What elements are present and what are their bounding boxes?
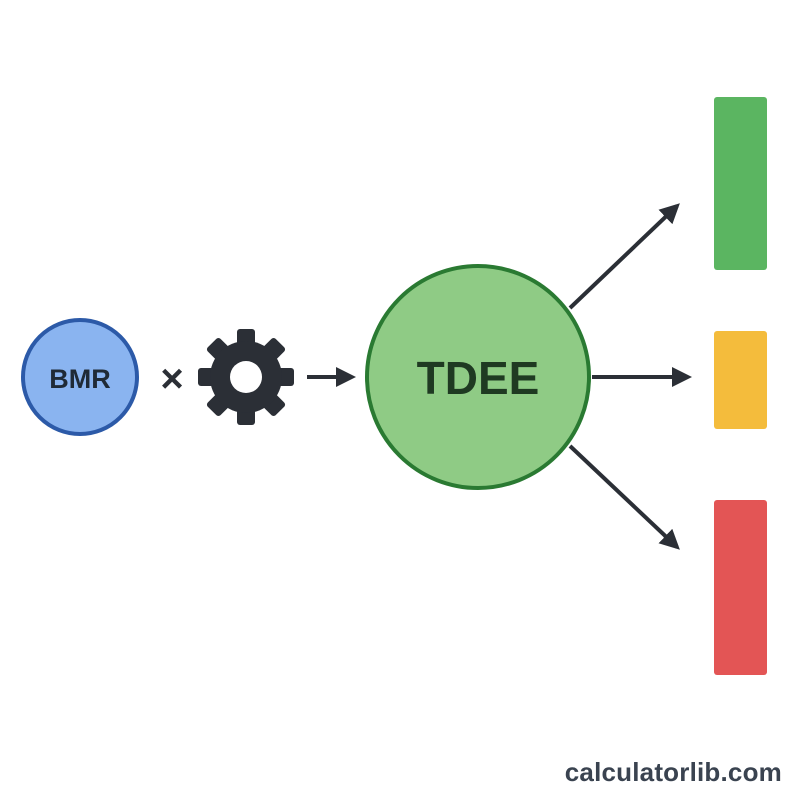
arrow-to-green-bar [568,203,680,310]
tdee-circle [365,264,591,490]
bmr-circle [21,318,139,436]
tdee-node: TDEE [365,264,591,490]
red-bar [714,500,767,675]
bmr-node: BMR [21,318,139,436]
tdee-label: TDEE [417,352,540,404]
green-bar [714,97,767,270]
yellow-bar [714,331,767,429]
bmr-label: BMR [49,364,111,394]
multiply-symbol: × [160,357,183,401]
arrow-to-red-bar [568,444,680,550]
gear-icon [198,329,294,425]
watermark-text: calculatorlib.com [564,757,782,787]
